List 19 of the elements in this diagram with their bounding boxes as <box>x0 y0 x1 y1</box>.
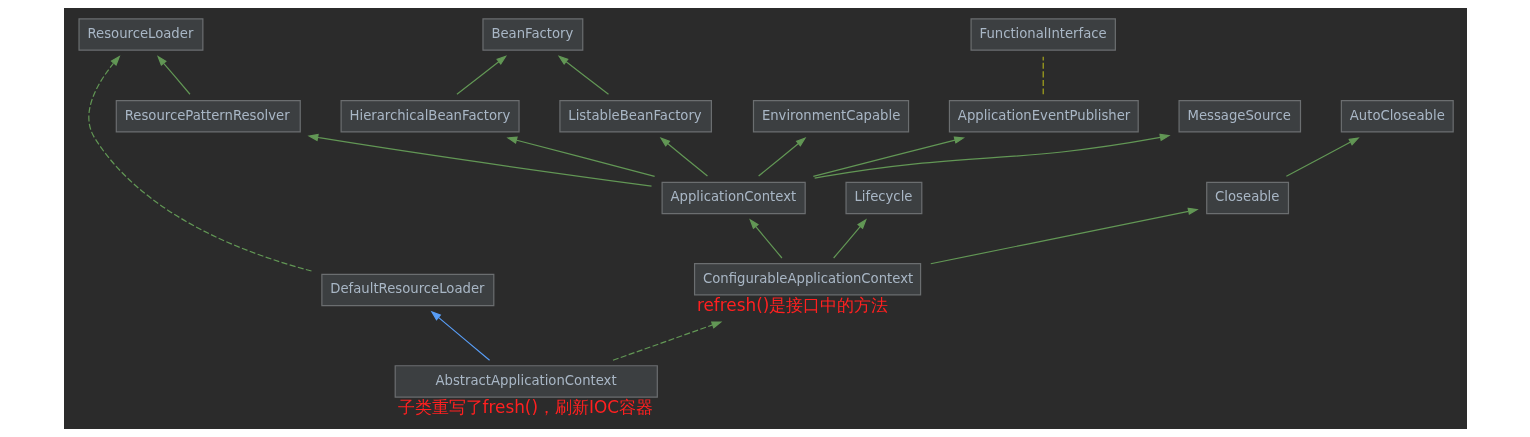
arrow <box>611 321 722 361</box>
node-label: 子类重写了fresh()，刷新IOC容器 <box>397 396 653 417</box>
arrow <box>87 55 312 272</box>
arrow <box>757 137 806 177</box>
arrow <box>455 55 507 95</box>
connector <box>1042 56 1044 95</box>
arrow <box>812 136 965 177</box>
arrow <box>307 133 652 187</box>
arrow <box>929 207 1199 265</box>
arrow <box>832 218 867 259</box>
arrow <box>748 218 782 259</box>
arrow <box>813 133 1171 179</box>
arrow <box>659 137 708 177</box>
arrow <box>557 55 609 95</box>
arrow <box>430 310 490 361</box>
arrow <box>1285 137 1360 177</box>
node-label: refresh()是接口中的方法 <box>696 294 888 315</box>
arrow <box>505 136 655 177</box>
arrow <box>156 55 191 95</box>
